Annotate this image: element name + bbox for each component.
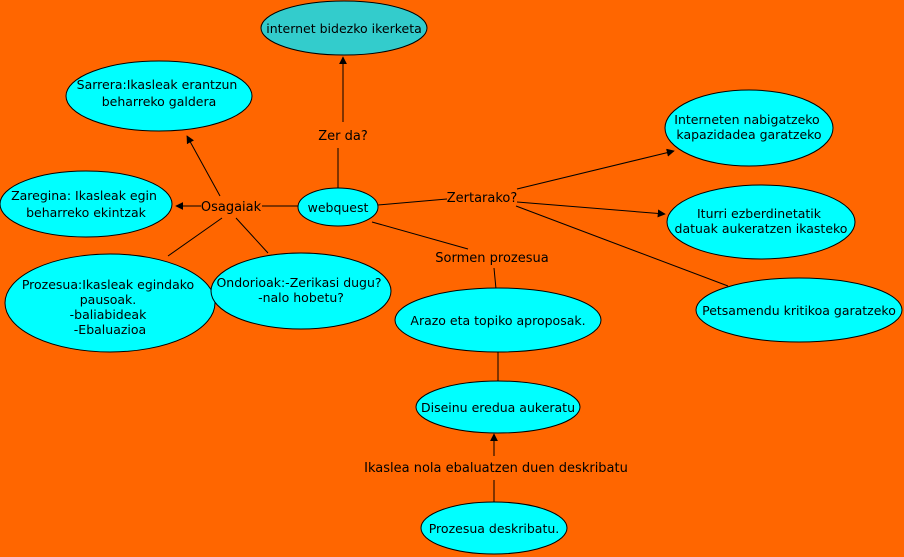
node-prozesua-text: Prozesua:Ikasleak egindako pausoak. -bal…	[22, 277, 198, 337]
edge-osagaiak-prozesua	[167, 217, 223, 257]
edge-zertarako-iturri	[516, 201, 666, 218]
node-diseinu-text: Diseinu eredua aukeratu	[421, 400, 575, 415]
link-label-zer-da: Zer da?	[318, 129, 368, 144]
node-diseinu[interactable]	[415, 380, 581, 434]
link-label-ikaslea-nola: Ikaslea nola ebaluatzen duen deskribatu	[364, 461, 628, 476]
edge-zertarako-petsamendu	[515, 205, 729, 287]
node-petsamendu-text: Petsamendu kritikoa garatzeko	[702, 303, 896, 318]
node-prozesua-deskribatu-text: Prozesua deskribatu.	[429, 521, 560, 536]
connectors	[167, 56, 729, 503]
node-zaregina-text: Zaregina: Ikasleak egin beharreko ekintz…	[11, 188, 161, 220]
node-webquest[interactable]	[297, 187, 379, 227]
node-internet-bidezko-ikerketa[interactable]	[260, 0, 428, 56]
node-interneten[interactable]	[664, 89, 834, 167]
node-sarrera-text: Sarrera:Ikasleak erantzun beharreko gald…	[77, 77, 242, 109]
node-arazo-text: Arazo eta topiko aproposak.	[410, 313, 585, 328]
node-sarrera[interactable]	[65, 60, 253, 132]
node-interneten-text: Interneten nabigatzeko kapazidadea garat…	[674, 112, 823, 142]
edge-sormen-arazo	[493, 267, 497, 290]
node-arazo[interactable]	[394, 287, 602, 353]
node-internet-text: internet bidezko ikerketa	[266, 21, 422, 36]
edge-osagaiak-ondorioak	[235, 217, 269, 254]
node-ondorioak-text: Ondorioak:-Zerikasi dugu? -nalo hobetu?	[216, 275, 385, 305]
node-zaregina[interactable]	[0, 170, 173, 238]
node-webquest-text: webquest	[308, 200, 369, 215]
node-ondorioak[interactable]	[210, 252, 392, 330]
edge-webquest-sormen	[371, 221, 469, 250]
edge-osagaiak-sarrera	[186, 135, 221, 197]
link-label-zertarako: Zertarako?	[447, 191, 518, 206]
node-iturri-text: Iturri ezberdinetatik datuak aukeratzen …	[675, 206, 848, 236]
edge-webquest-zertarako	[377, 198, 448, 206]
node-iturri[interactable]	[666, 184, 856, 260]
node-prozesua-deskribatu[interactable]	[420, 501, 568, 555]
node-petsamendu[interactable]	[695, 277, 903, 343]
link-label-osagaiak: Osagaiak	[201, 200, 262, 215]
link-label-sormen-prozesua: Sormen prozesua	[435, 251, 548, 266]
edge-zertarako-interneten	[516, 148, 675, 190]
